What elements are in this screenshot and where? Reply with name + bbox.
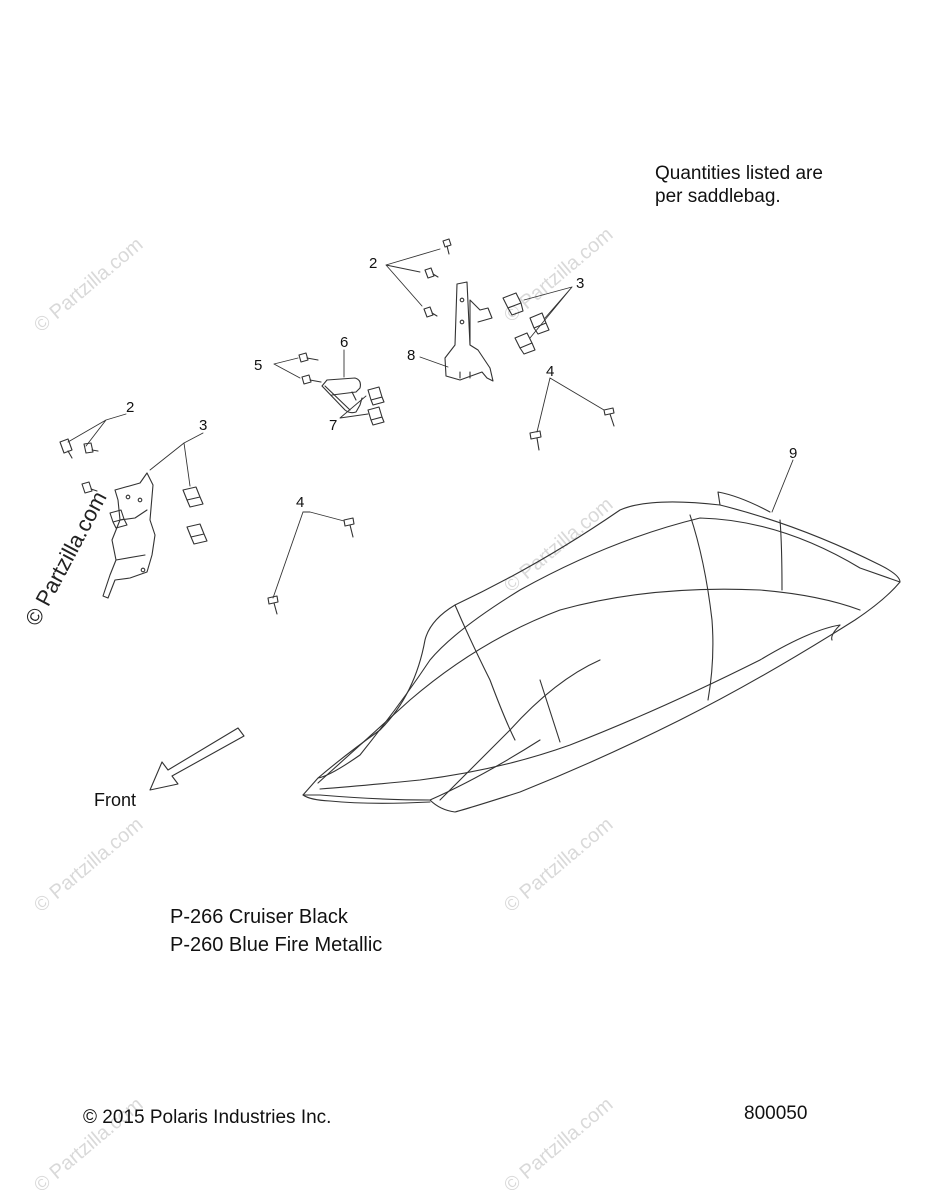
screw-icon <box>83 442 99 454</box>
bracket-part-8 <box>444 281 494 382</box>
screw-icon <box>59 438 73 459</box>
callout-label: 4 <box>546 363 554 380</box>
bracket-left <box>102 472 156 599</box>
leader-lines <box>67 248 794 599</box>
clip-icon <box>367 406 385 426</box>
color-option-1: P-266 Cruiser Black <box>170 906 348 928</box>
quantity-note: Quantities listed are per saddlebag. <box>655 162 823 208</box>
screw-icon <box>423 306 438 318</box>
bolt-icon <box>343 517 355 538</box>
callout-numbers: 2 3 5 6 8 4 2 3 7 4 9 <box>126 255 797 511</box>
clip-icon <box>109 509 128 529</box>
screw-icon <box>81 481 98 494</box>
callout-label: 3 <box>576 275 584 292</box>
clip-icon <box>182 486 204 508</box>
callout-label: 5 <box>254 357 262 374</box>
u-clamp-part-6 <box>321 377 363 414</box>
callout-label: 4 <box>296 494 304 511</box>
copyright-text: © 2015 Polaris Industries Inc. <box>83 1107 332 1128</box>
callout-label: 6 <box>340 334 348 351</box>
bolt-icon <box>603 407 615 427</box>
saddlebag-part-9 <box>302 491 901 813</box>
figure-number: 800050 <box>744 1103 808 1124</box>
bolt-icon <box>529 430 542 451</box>
clip-icon <box>514 332 536 355</box>
clip-icon <box>367 386 385 406</box>
screw-icon <box>442 238 452 255</box>
front-label: Front <box>94 790 137 810</box>
callout-label: 3 <box>199 417 207 434</box>
screw-icon <box>298 352 319 363</box>
callout-label: 8 <box>407 347 415 364</box>
quantity-note-line-1: Quantities listed are <box>655 163 823 184</box>
quantity-note-line-2: per saddlebag. <box>655 186 781 207</box>
color-option-2: P-260 Blue Fire Metallic <box>170 934 383 956</box>
callout-label: 9 <box>789 445 797 462</box>
screw-icon <box>301 374 322 385</box>
clip-icon <box>502 292 524 316</box>
callout-label: 7 <box>329 417 337 434</box>
callout-label: 2 <box>126 399 134 416</box>
clip-icon <box>186 523 208 545</box>
screw-icon <box>424 267 439 279</box>
callout-label: 2 <box>369 255 377 272</box>
front-arrow-icon <box>149 727 245 791</box>
bolt-icon <box>267 595 279 615</box>
